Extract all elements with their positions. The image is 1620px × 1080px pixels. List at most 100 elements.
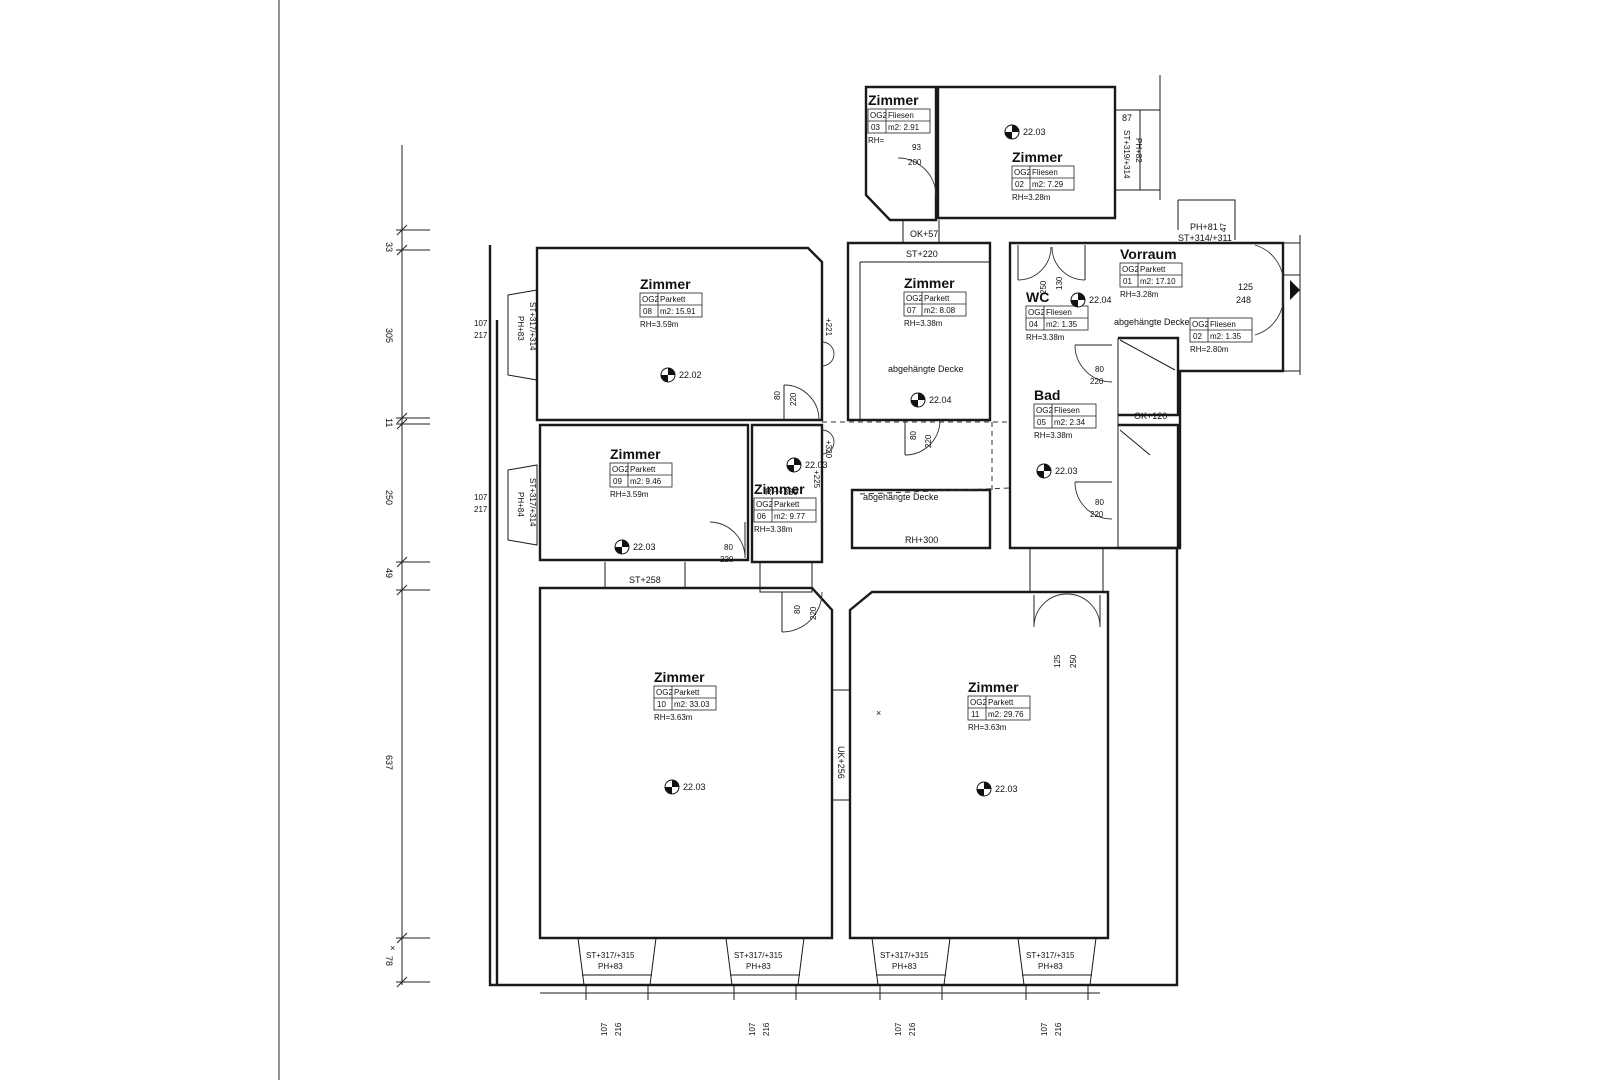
dimension-2: 11 <box>384 418 394 427</box>
level-mark-6: 22.03 <box>614 539 656 555</box>
bottom-window-st: ST+317/+315 <box>1026 951 1075 960</box>
cross-mark-2: × <box>876 708 881 718</box>
room-area: m2: 1.35 <box>1046 320 1078 329</box>
room-area: m2: 7.29 <box>1032 180 1064 189</box>
door-8-h: 130 <box>1055 276 1064 290</box>
level-mark-7: 22.03 <box>1036 463 1078 479</box>
level-value: 22.03 <box>1023 127 1046 137</box>
st-258-label: ST+258 <box>629 575 661 585</box>
bottom-window-a: 107 <box>894 1022 903 1036</box>
room-area: m2: 1.35 <box>1210 332 1242 341</box>
ok-57-label: OK+57 <box>910 229 938 239</box>
door-6-h: 220 <box>809 606 818 620</box>
room-area: m2: 17.10 <box>1140 277 1176 286</box>
bottom-window-b: 216 <box>614 1022 623 1036</box>
room-name: Zimmer <box>654 669 705 685</box>
room-number: 02 <box>1193 332 1202 341</box>
level-mark-2: 22.02 <box>660 367 702 383</box>
door-6-w: 80 <box>793 605 802 614</box>
left-window-1-b: 217 <box>474 331 488 340</box>
top-window-ph: PH+82 <box>1134 138 1143 163</box>
level-value: 22.03 <box>805 460 828 470</box>
dimension-3: 250 <box>384 490 394 505</box>
st-220-label: ST+220 <box>906 249 938 259</box>
room-number: 06 <box>757 512 766 521</box>
room-height: RH=3.38m <box>1034 431 1073 440</box>
room-material: Parkett <box>924 294 950 303</box>
uk-256-label: UK+256 <box>836 746 846 779</box>
dimension-1: 305 <box>384 328 394 343</box>
door-8-w: 250 <box>1039 280 1048 294</box>
room-floor: OG2 <box>1014 168 1031 177</box>
room-number: 07 <box>907 306 916 315</box>
room-height: RH=3.38m <box>754 525 793 534</box>
room-area: m2: 29.76 <box>988 710 1024 719</box>
room-name: Zimmer <box>610 446 661 462</box>
room-height: RH=3.63m <box>654 713 693 722</box>
level-mark-8: 22.03 <box>664 779 706 795</box>
room-area: m2: 2.91 <box>888 123 920 132</box>
level-mark-9: 22.03 <box>976 781 1018 797</box>
room-floor: OG2 <box>1036 406 1053 415</box>
room-material: Fliesen <box>1046 308 1072 317</box>
room-material: Parkett <box>988 698 1014 707</box>
room-number: 01 <box>1123 277 1132 286</box>
room-number: 09 <box>613 477 622 486</box>
room-height: RH=2.80m <box>1190 345 1229 354</box>
ph-81-label: PH+81 <box>1190 222 1218 232</box>
abgehaengte-decke-3: abgehängte Decke <box>1114 317 1190 327</box>
dim-200-label: 200 <box>908 158 922 167</box>
room-number: 04 <box>1029 320 1038 329</box>
door-1-h: 220 <box>789 392 798 406</box>
bottom-window-b: 216 <box>762 1022 771 1036</box>
dimension-0: 33 <box>384 242 394 252</box>
room-floor: OG2 <box>656 688 673 697</box>
room-material: Fliesen <box>1210 320 1236 329</box>
cross-mark: × <box>390 943 395 953</box>
dim-87-label: 87 <box>1122 113 1132 123</box>
room-number: 03 <box>871 123 880 132</box>
bottom-window-ph: PH+83 <box>746 962 771 971</box>
room-area: m2: 2.34 <box>1054 418 1086 427</box>
dim-125-label: 125 <box>1238 282 1253 292</box>
room-height: RH=3.38m <box>1026 333 1065 342</box>
room-material: Parkett <box>674 688 700 697</box>
room-material: Fliesen <box>1054 406 1080 415</box>
room-area: m2: 8.08 <box>924 306 956 315</box>
room-area: m2: 33.03 <box>674 700 710 709</box>
dim-248-label: 248 <box>1236 295 1251 305</box>
room-height: RH=3.59m <box>610 490 649 499</box>
bottom-window-st: ST+317/+315 <box>586 951 635 960</box>
door-3-w: 80 <box>1095 365 1104 374</box>
door-3-h: 220 <box>1090 377 1104 386</box>
room-height: RH=3.28m <box>1120 290 1159 299</box>
room-floor: OG2 <box>970 698 987 707</box>
room-number: 05 <box>1037 418 1046 427</box>
room-name: Zimmer <box>640 276 691 292</box>
left-window-2-ph: PH+84 <box>516 492 525 517</box>
dim-221-label: +221 <box>824 318 833 337</box>
room-height: RH=3.59m <box>640 320 679 329</box>
door-2-w: 80 <box>909 431 918 440</box>
room-number: 10 <box>657 700 666 709</box>
room-name: Zimmer <box>1012 149 1063 165</box>
dim-320-label: +320 <box>824 440 833 459</box>
door-5-h: 220 <box>720 555 734 564</box>
room-floor: OG2 <box>1028 308 1045 317</box>
room-height: RH=3.28m <box>1012 193 1051 202</box>
bottom-window-b: 216 <box>1054 1022 1063 1036</box>
dim-93-label: 93 <box>912 143 921 152</box>
left-window-1-a: 107 <box>474 319 488 328</box>
